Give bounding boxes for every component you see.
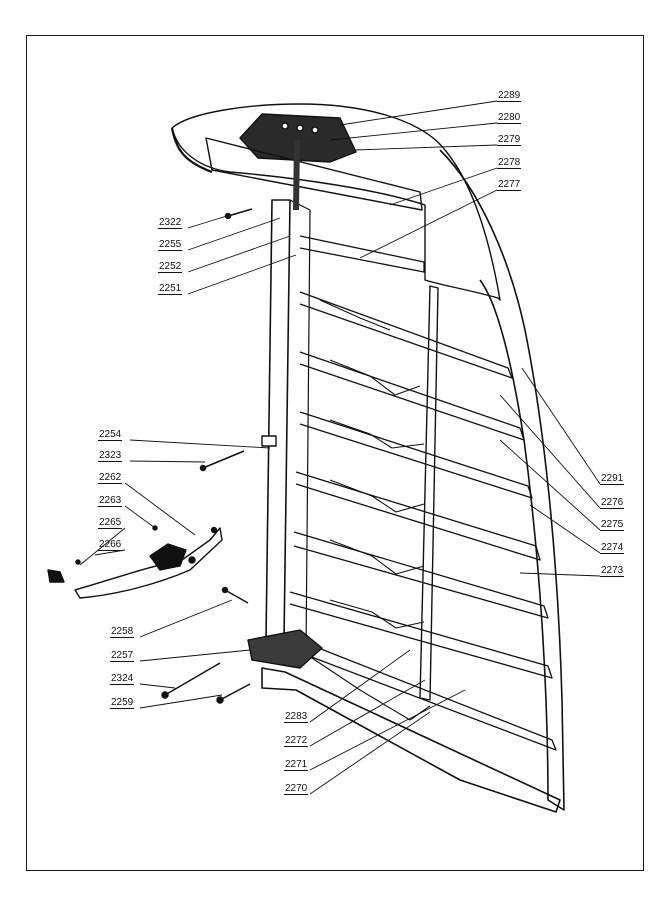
callout-2277: 2277 — [497, 179, 522, 191]
callout-2257: 2257 — [110, 650, 135, 662]
callout-2323: 2323 — [98, 450, 123, 462]
callout-2291: 2291 — [600, 473, 625, 485]
callout-2278: 2278 — [497, 157, 522, 169]
callout-2279: 2279 — [497, 134, 522, 146]
callout-2262: 2262 — [98, 472, 123, 484]
callout-2258: 2258 — [110, 626, 135, 638]
rear-spar — [419, 285, 439, 701]
callout-2276: 2276 — [600, 497, 625, 509]
bottom-rib — [261, 667, 561, 813]
callout-2254: 2254 — [98, 429, 123, 441]
rudder-top-cap — [171, 103, 501, 301]
callout-2255: 2255 — [158, 239, 183, 251]
bottom-hinge-bracket — [247, 629, 323, 669]
callout-2259: 2259 — [110, 697, 135, 709]
callout-2273: 2273 — [600, 565, 625, 577]
callout-2324: 2324 — [110, 673, 135, 685]
drawing-border — [26, 35, 644, 871]
callout-2263: 2263 — [98, 495, 123, 507]
callout-2272: 2272 — [284, 735, 309, 747]
callout-2270: 2270 — [284, 783, 309, 795]
callout-2274: 2274 — [600, 542, 625, 554]
callout-2289: 2289 — [497, 90, 522, 102]
callout-2252: 2252 — [158, 261, 183, 273]
top-hinge-fitting — [239, 113, 357, 163]
callout-2271: 2271 — [284, 759, 309, 771]
callout-2322: 2322 — [158, 217, 183, 229]
trailing-edge — [439, 149, 565, 811]
callout-2280: 2280 — [497, 112, 522, 124]
callout-2275: 2275 — [600, 519, 625, 531]
ribs — [287, 235, 557, 751]
loose-bolts — [161, 208, 253, 704]
callout-2266: 2266 — [98, 539, 123, 551]
callout-2265: 2265 — [98, 517, 123, 529]
hinge-plate — [74, 527, 223, 599]
main-spar — [265, 199, 291, 641]
callout-2251: 2251 — [158, 283, 183, 295]
callout-2283: 2283 — [284, 711, 309, 723]
